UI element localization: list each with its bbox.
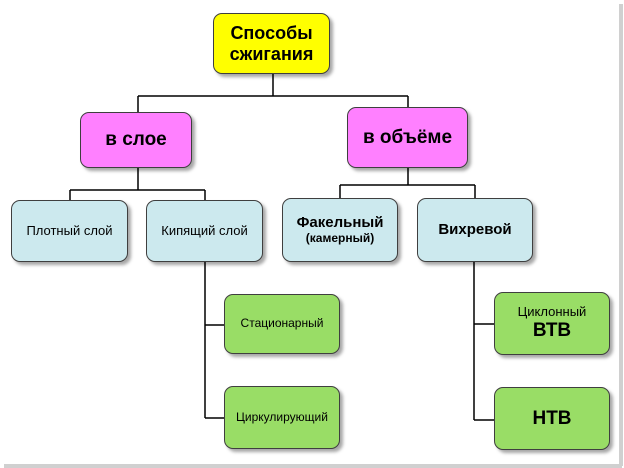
frame-shadow-right <box>619 4 623 466</box>
dense-layer-node: Плотный слой <box>11 200 128 262</box>
ntv-label: НТВ <box>532 407 572 429</box>
cyclone-line2: ВТВ <box>532 320 572 342</box>
circulating-node: Циркулирующий <box>224 386 340 449</box>
root-line2: сжигания <box>229 43 314 64</box>
layer-node: в слое <box>80 112 192 168</box>
frame-shadow-bottom <box>4 464 622 468</box>
stationary-label: Стационарный <box>240 316 324 331</box>
dense-layer-label: Плотный слой <box>26 222 113 238</box>
vortex-label: Вихревой <box>438 221 512 239</box>
fluidized-layer-node: Кипящий слой <box>146 200 263 262</box>
torch-line1: Факельный <box>296 214 384 232</box>
root-line1: Способы <box>230 22 313 43</box>
torch-node: Факельный (камерный) <box>282 198 398 262</box>
ntv-node: НТВ <box>494 387 610 450</box>
cyclone-vtv-node: Циклонный ВТВ <box>494 292 610 355</box>
volume-label: в объёме <box>362 126 453 148</box>
cyclone-line1: Циклонный <box>517 304 587 320</box>
root-node: Способы сжигания <box>213 13 330 74</box>
circulating-label: Циркулирующий <box>236 409 328 424</box>
volume-node: в объёме <box>347 107 468 168</box>
layer-label: в слое <box>105 129 167 151</box>
vortex-node: Вихревой <box>417 198 533 262</box>
torch-line2: (камерный) <box>305 230 375 245</box>
stationary-node: Стационарный <box>224 294 340 354</box>
fluidized-layer-label: Кипящий слой <box>161 222 248 238</box>
